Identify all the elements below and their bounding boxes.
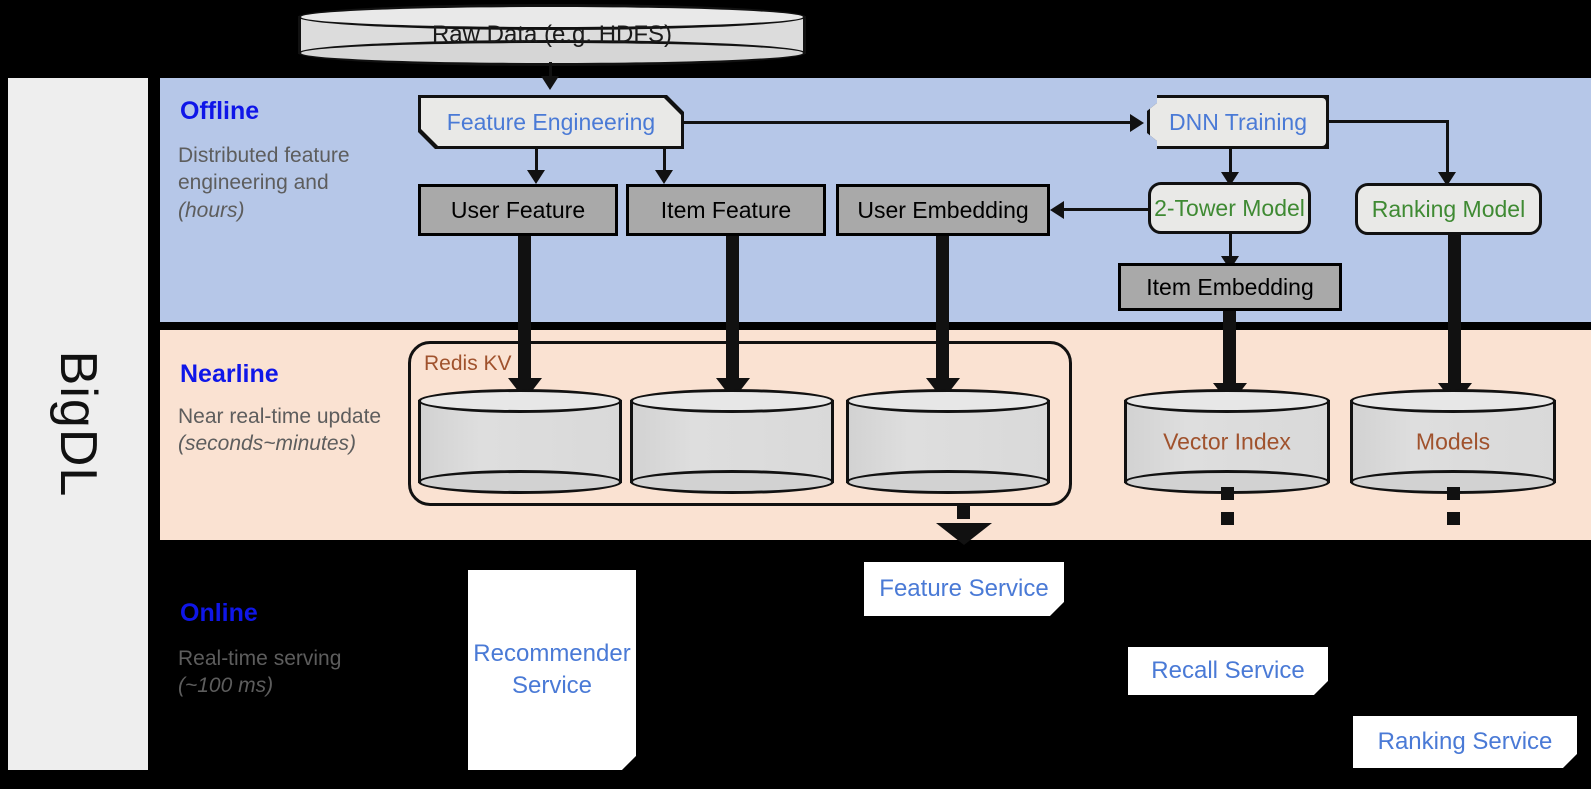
cylinder-top bbox=[1350, 389, 1556, 413]
dash-redis-to-featureservice bbox=[957, 506, 970, 519]
cylinder-top bbox=[1124, 389, 1330, 413]
ranking-model-box[interactable]: Ranking Model bbox=[1355, 183, 1542, 235]
ranking-model-label: Ranking Model bbox=[1371, 195, 1526, 222]
user-feature-label: User Feature bbox=[450, 196, 586, 223]
offline-subtitle-em: (hours) bbox=[178, 198, 245, 222]
two-tower-model-label: 2-Tower Model bbox=[1154, 194, 1305, 221]
item-feature-label: Item Feature bbox=[660, 196, 792, 223]
vector-index-cylinder[interactable]: Vector Index bbox=[1124, 389, 1330, 494]
cylinder-bottom bbox=[418, 470, 622, 494]
offline-layer-title: Offline bbox=[180, 97, 260, 125]
arrow-twotower-to-userembedding-line bbox=[1063, 208, 1149, 211]
dnn-training-box[interactable]: DNN Training bbox=[1147, 95, 1329, 149]
dash-vectorindex-2 bbox=[1221, 512, 1234, 525]
pipe-userembedding-to-store3 bbox=[936, 236, 949, 384]
redis-store-cylinder-3[interactable] bbox=[846, 389, 1050, 494]
arrow-fe-to-userfeature-line bbox=[535, 149, 538, 173]
cylinder-top bbox=[846, 389, 1050, 413]
feature-engineering-inner: Feature Engineering bbox=[421, 98, 681, 146]
two-tower-model-box[interactable]: 2-Tower Model bbox=[1148, 182, 1311, 234]
pipe-userfeature-to-store1 bbox=[518, 236, 531, 384]
nearline-layer-title: Nearline bbox=[180, 360, 279, 388]
pipe-itemfeature-to-store2 bbox=[726, 236, 739, 384]
redis-kv-group bbox=[408, 341, 1072, 506]
dash-models-1 bbox=[1447, 487, 1460, 500]
dnn-training-inner: DNN Training bbox=[1150, 98, 1326, 146]
nearline-subtitle-em: (seconds~minutes) bbox=[178, 432, 356, 456]
cylinder-top bbox=[630, 389, 834, 413]
arrow-dnn-to-ranking-h bbox=[1329, 120, 1449, 123]
raw-data-cylinder: Raw Data (e.g. HDFS) bbox=[298, 4, 806, 66]
arrow-fe-to-userfeature-head bbox=[527, 170, 545, 184]
recall-service-doc[interactable]: Recall Service bbox=[1128, 647, 1328, 695]
recall-service-label: Recall Service bbox=[1151, 657, 1305, 684]
arrow-fe-to-dnn-line bbox=[684, 121, 1132, 124]
arrow-twotower-to-userembedding-head bbox=[1050, 201, 1064, 219]
online-layer-subtitle: Real-time serving (~100 ms) bbox=[178, 645, 393, 700]
item-embedding-box[interactable]: Item Embedding bbox=[1118, 263, 1342, 311]
recommender-service-doc[interactable]: Recommender Service bbox=[468, 570, 636, 770]
redis-store-cylinder-1[interactable] bbox=[418, 389, 622, 494]
item-embedding-label: Item Embedding bbox=[1146, 273, 1314, 300]
models-cylinder[interactable]: Models bbox=[1350, 389, 1556, 494]
vector-index-label: Vector Index bbox=[1163, 428, 1291, 454]
dnn-training-label: DNN Training bbox=[1168, 108, 1308, 135]
ranking-service-label: Ranking Service bbox=[1377, 728, 1553, 755]
dash-vectorindex-1 bbox=[1221, 487, 1234, 500]
cylinder-top bbox=[298, 4, 806, 30]
arrow-fe-to-dnn-head bbox=[1130, 114, 1144, 132]
dash-models-2 bbox=[1447, 512, 1460, 525]
bigdl-label: BigDL bbox=[49, 350, 107, 498]
feature-engineering-label: Feature Engineering bbox=[446, 108, 656, 135]
user-feature-box[interactable]: User Feature bbox=[418, 184, 618, 236]
cylinder-top bbox=[418, 389, 622, 413]
arrow-fe-to-itemfeature-line bbox=[663, 149, 666, 173]
user-embedding-box[interactable]: User Embedding bbox=[836, 184, 1050, 236]
arrow-fe-to-itemfeature-head bbox=[655, 170, 673, 184]
arrow-rawdata-to-fe-line bbox=[549, 62, 552, 80]
arrow-rawdata-to-fe-head bbox=[541, 76, 559, 90]
arrow-dnn-to-twotower-line bbox=[1229, 149, 1232, 177]
offline-subtitle-text: Distributed feature engineering and bbox=[178, 144, 350, 195]
cylinder-bottom bbox=[846, 470, 1050, 494]
arrow-dnn-to-ranking-head bbox=[1438, 172, 1456, 186]
arrow-dnn-to-ranking-v bbox=[1446, 120, 1449, 177]
raw-data-label: Raw Data (e.g. HDFS) bbox=[431, 21, 673, 48]
models-label: Models bbox=[1415, 428, 1491, 454]
item-feature-box[interactable]: Item Feature bbox=[626, 184, 826, 236]
feature-service-label: Feature Service bbox=[879, 575, 1049, 602]
arrow-redis-to-featureservice-head bbox=[936, 523, 992, 545]
bigdl-framework-rail: BigDL bbox=[8, 78, 148, 770]
online-layer-title: Online bbox=[180, 599, 258, 627]
pipe-rankingmodel-to-models bbox=[1448, 235, 1461, 389]
redis-kv-label: Redis KV bbox=[424, 352, 512, 375]
pipe-itemembedding-to-vectorindex bbox=[1223, 311, 1236, 389]
redis-store-cylinder-2[interactable] bbox=[630, 389, 834, 494]
cylinder-bottom bbox=[298, 40, 806, 66]
online-subtitle-text: Real-time serving bbox=[178, 647, 342, 670]
nearline-layer-subtitle: Near real-time update (seconds~minutes) bbox=[178, 403, 393, 458]
feature-service-doc[interactable]: Feature Service bbox=[864, 562, 1064, 616]
online-subtitle-em: (~100 ms) bbox=[178, 674, 274, 698]
ranking-service-doc[interactable]: Ranking Service bbox=[1353, 716, 1577, 768]
user-embedding-label: User Embedding bbox=[857, 196, 1029, 223]
cylinder-bottom bbox=[630, 470, 834, 494]
nearline-subtitle-text: Near real-time update bbox=[178, 405, 382, 428]
offline-layer-subtitle: Distributed feature engineering and (hou… bbox=[178, 142, 393, 224]
recommender-service-label: Recommender Service bbox=[473, 639, 631, 699]
feature-engineering-box[interactable]: Feature Engineering bbox=[418, 95, 684, 149]
arrow-twotower-to-itemembedding-line bbox=[1229, 234, 1232, 260]
